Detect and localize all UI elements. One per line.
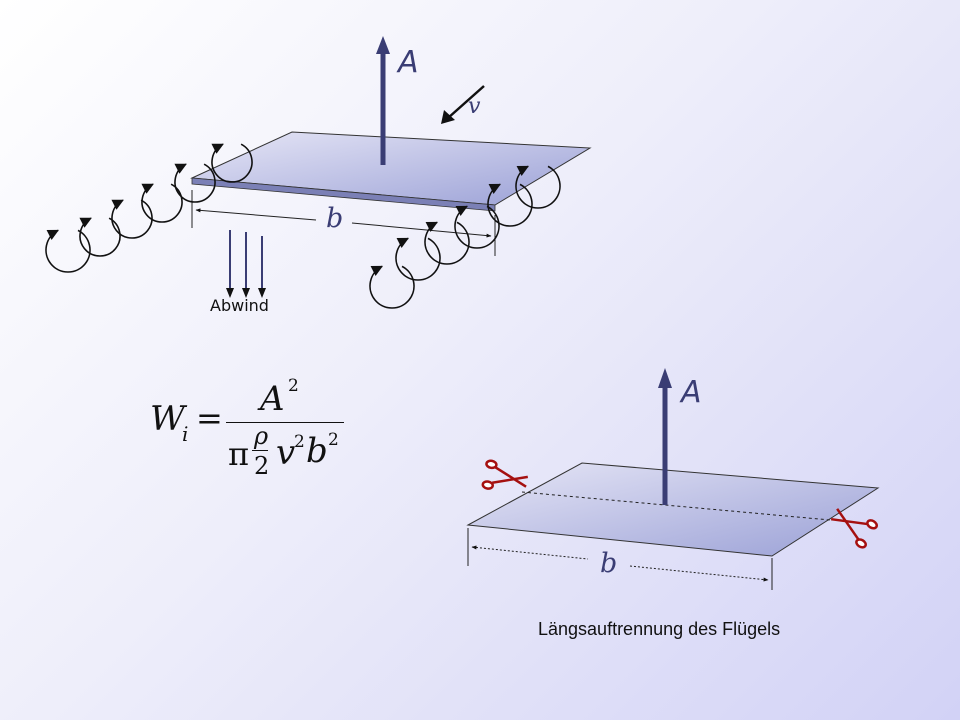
vortex-icon: [369, 265, 415, 309]
top-lift-label: A: [398, 45, 419, 80]
vortex-icon: [211, 143, 253, 183]
bottom-wing-plate: [466, 462, 880, 557]
velocity-arrow-icon: [441, 85, 485, 124]
formula-equals: =: [196, 399, 223, 437]
top-span-label: b: [326, 203, 344, 234]
top-wing-front-edge: [191, 177, 496, 212]
vortex-icon: [45, 229, 91, 273]
vortex-icon: [111, 199, 153, 239]
bottom-wing: [466, 462, 880, 557]
formula-fraction-bar: [226, 422, 344, 423]
vortex-icon: [487, 183, 533, 227]
formula-v: v: [276, 433, 296, 473]
vortex-icon: [79, 217, 121, 257]
formula-v-exponent: 2: [294, 432, 305, 452]
vortex-icon: [141, 183, 183, 223]
formula-b: b: [306, 431, 328, 471]
vortex-icon: [515, 165, 561, 209]
formula-rho: ρ: [254, 422, 269, 450]
formula-A: A: [260, 379, 285, 419]
formula-two: 2: [254, 452, 270, 480]
downwash-arrow-icon: [226, 230, 266, 298]
formula-rho-bar: [252, 450, 268, 451]
formula-b-exponent: 2: [328, 430, 339, 450]
formula-A-exponent: 2: [288, 376, 299, 396]
bottom-lift-label: A: [681, 375, 702, 410]
formula-subscript-i: i: [182, 422, 189, 446]
downwash-label: Abwind: [210, 296, 269, 315]
vortex-icon: [395, 237, 441, 281]
caption: Längsauftrennung des Flügels: [538, 619, 781, 639]
lift-arrow-icon: [658, 368, 672, 505]
tip-vortices: [45, 143, 561, 309]
vortex-icon: [454, 205, 500, 249]
formula-W: W: [150, 399, 185, 439]
scissors-icon: [481, 459, 529, 490]
bottom-span-dimension: [467, 528, 773, 590]
velocity-label: v: [468, 94, 481, 119]
bottom-span-label: b: [600, 548, 618, 579]
lift-arrow-icon: [376, 36, 390, 165]
formula-pi: π: [228, 435, 250, 473]
top-wing: [190, 131, 592, 212]
vortex-icon: [174, 163, 216, 203]
vortex-icon: [424, 221, 470, 265]
scissors-icon: [830, 508, 878, 549]
induced-drag-formula: W i = A 2 π ρ 2 v 2 b 2: [150, 378, 360, 488]
